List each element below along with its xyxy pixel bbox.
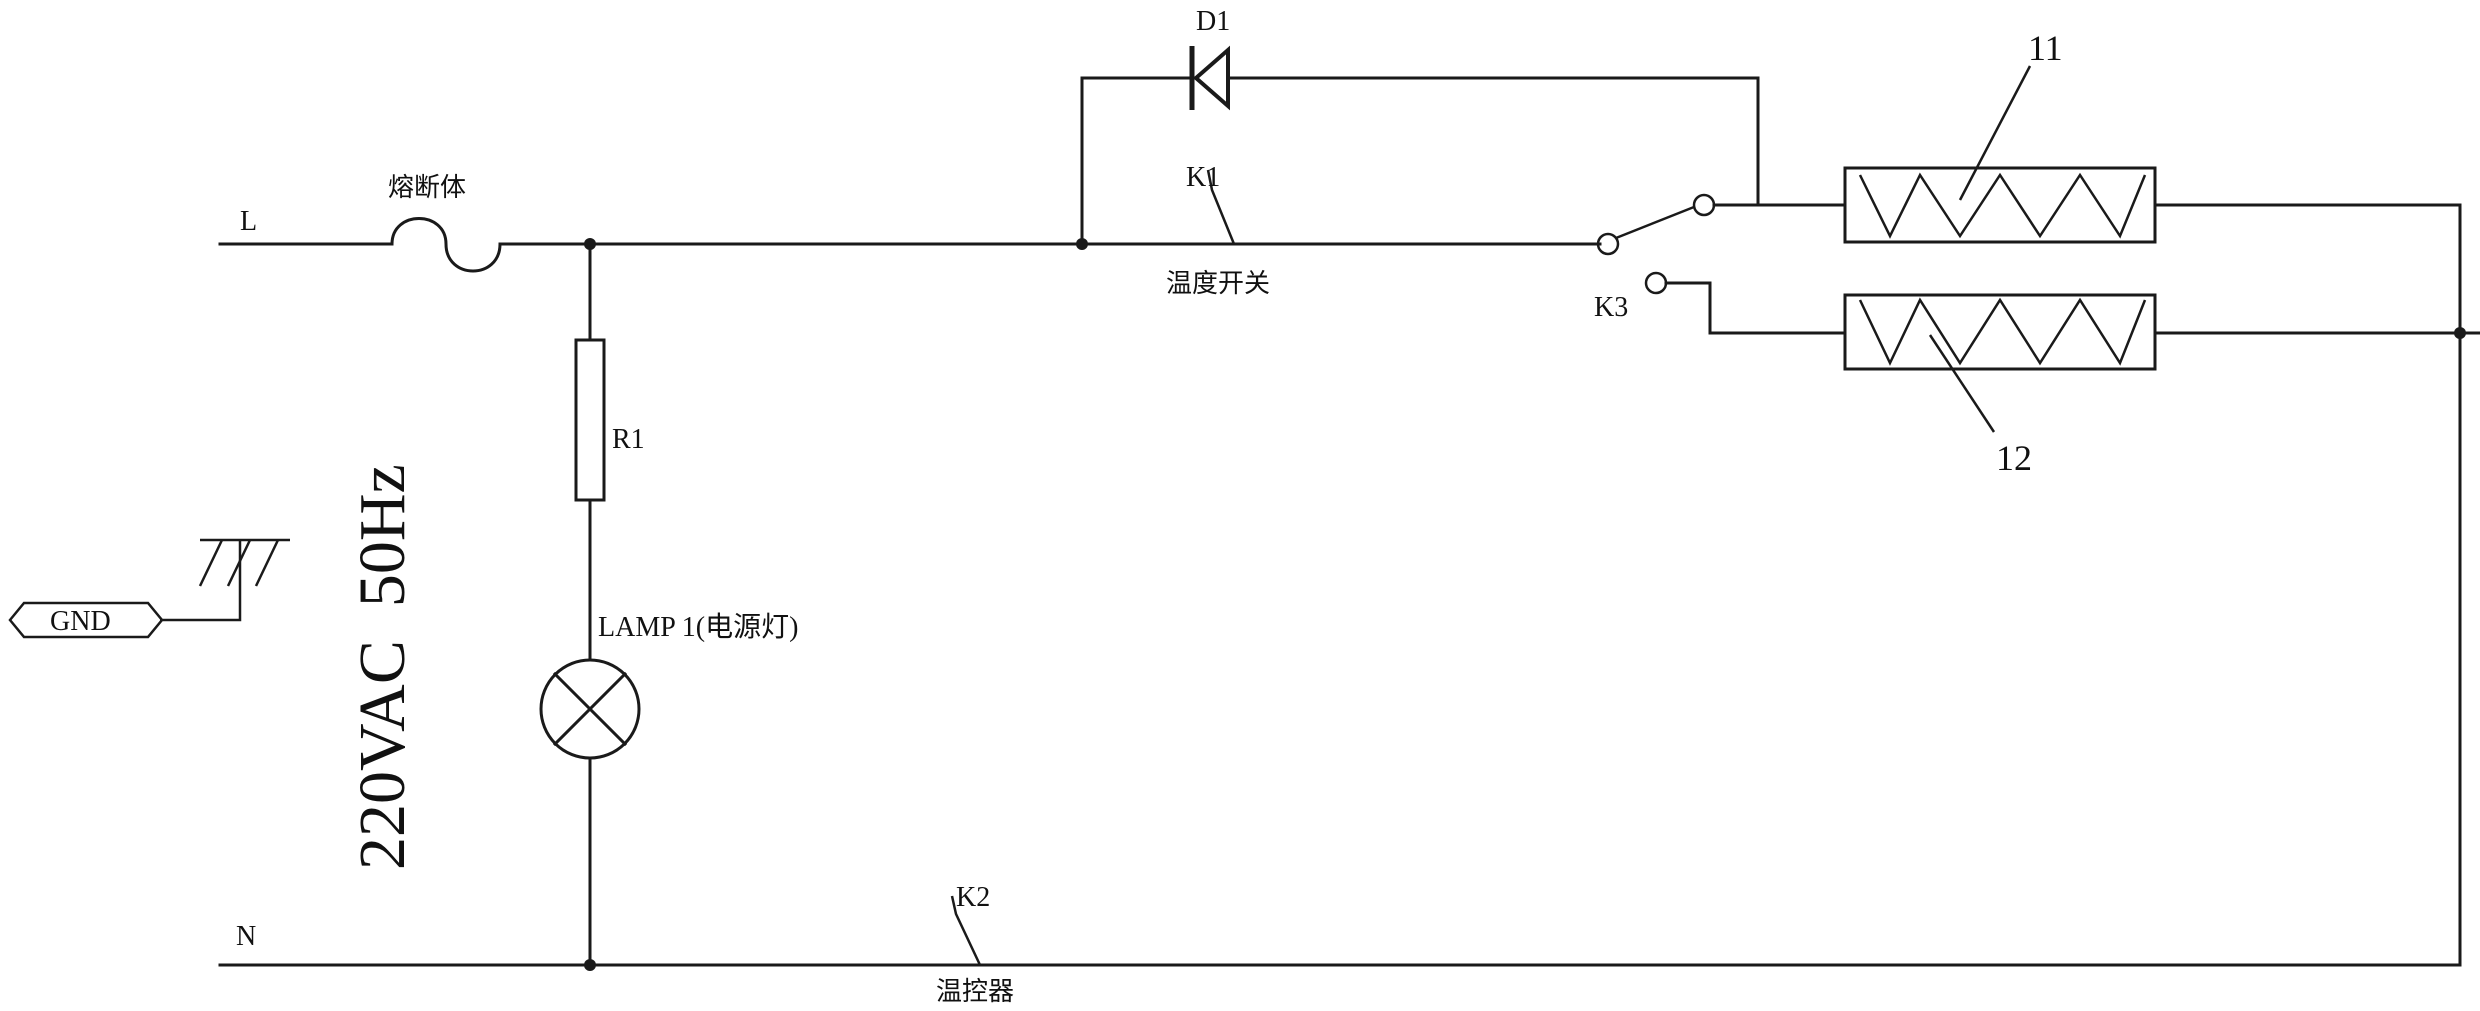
ground-symbol [160, 538, 290, 622]
k1-description: 温度开关 [1166, 269, 1270, 298]
switch-k1 [1206, 169, 1236, 245]
junction-right [2454, 327, 2466, 339]
diode-bypass-wire [1080, 76, 1760, 246]
heater-12 [1843, 293, 2480, 433]
live-line-label: L [240, 206, 257, 237]
diode-d1 [1189, 45, 1230, 111]
k2-description: 温控器 [936, 977, 1014, 1006]
heater-12-label: 12 [1996, 438, 2032, 478]
heater-11-label: 11 [2028, 28, 2063, 68]
k2-label: K2 [956, 882, 990, 913]
lamp-1 [539, 658, 641, 760]
k3-label: K3 [1594, 292, 1628, 323]
resistor-r1 [574, 338, 606, 502]
neutral-line-label: N [236, 921, 256, 952]
supply-label: 220VAC 50Hz [346, 464, 419, 870]
lamp-label: LAMP 1(电源灯) [598, 611, 798, 643]
gnd-tag [8, 601, 164, 639]
fuse-label: 熔断体 [388, 173, 466, 202]
fuse [390, 217, 502, 273]
return-wire [588, 203, 2462, 967]
r1-label: R1 [612, 424, 645, 455]
gnd-label: GND [50, 606, 111, 637]
switch-k3 [1596, 193, 1847, 335]
switch-k2 [950, 895, 982, 966]
diode-label: D1 [1196, 6, 1230, 37]
heater-11 [1843, 65, 2462, 244]
k1-label: K1 [1186, 162, 1220, 193]
